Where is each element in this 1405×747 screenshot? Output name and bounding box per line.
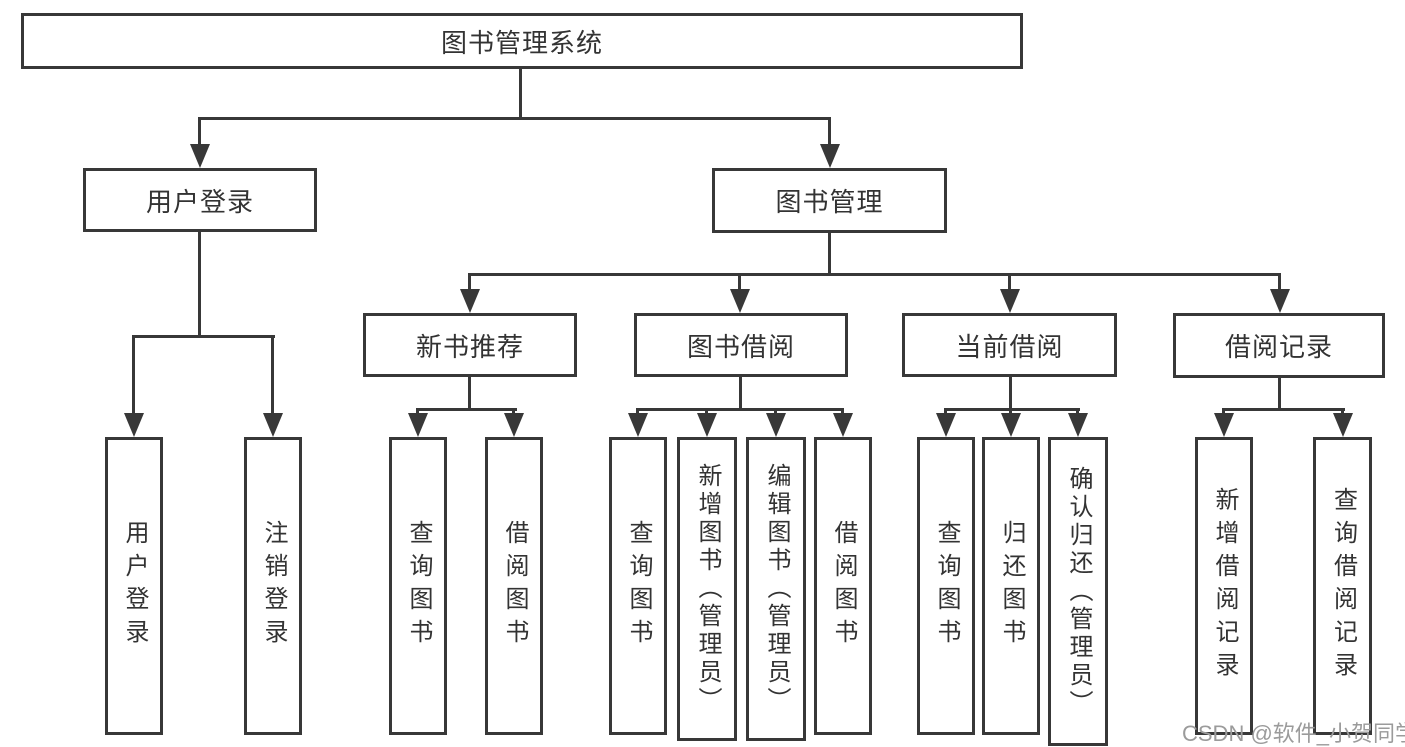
arrow-down-icon — [1333, 413, 1353, 437]
arrow-down-icon — [190, 144, 210, 168]
arrow-down-icon — [628, 413, 648, 437]
arrow-down-icon — [408, 413, 428, 437]
node-label: 借阅记录 — [1224, 332, 1333, 362]
node-leaf-query-borrow-record: 查询借阅记录 — [1313, 437, 1372, 735]
connector-line — [198, 117, 201, 146]
arrow-down-icon — [1000, 289, 1020, 313]
connector-line — [738, 273, 741, 291]
node-leaf-query-book-borrowing: 查询图书 — [609, 437, 667, 735]
node-new-book-recommendation: 新书推荐 — [363, 313, 577, 377]
connector-line — [198, 117, 831, 120]
arrow-down-icon — [1270, 289, 1290, 313]
connector-line — [739, 376, 742, 408]
node-label: 查询图书 — [933, 520, 960, 652]
connector-line — [468, 376, 471, 408]
node-label: 新书推荐 — [415, 331, 524, 362]
connector-line — [828, 232, 831, 273]
node-book-borrowing: 图书借阅 — [634, 313, 848, 377]
connector-line — [1076, 408, 1079, 415]
connector-line — [132, 335, 275, 338]
node-label: 查询图书 — [625, 520, 652, 652]
node-label: 借阅图书 — [501, 520, 528, 652]
connector-line — [1341, 408, 1344, 415]
connector-line — [705, 408, 708, 415]
node-label: 借阅图书 — [830, 520, 857, 652]
node-label: 图书借阅 — [686, 331, 795, 362]
node-leaf-add-book-admin: 新增图书（管理员） — [677, 437, 737, 741]
connector-line — [512, 408, 515, 415]
node-leaf-confirm-return-admin: 确认归还（管理员） — [1048, 437, 1108, 746]
connector-line — [1278, 273, 1281, 291]
node-label: 新增图书（管理员） — [694, 463, 721, 715]
node-leaf-add-borrow-record: 新增借阅记录 — [1195, 437, 1253, 735]
node-leaf-borrow-book-recommend: 借阅图书 — [485, 437, 543, 735]
connector-line — [1009, 376, 1012, 408]
arrow-down-icon — [936, 413, 956, 437]
arrow-down-icon — [1001, 413, 1021, 437]
arrow-down-icon — [124, 413, 144, 437]
node-library-management-system: 图书管理系统 — [21, 13, 1023, 69]
node-user-login: 用户登录 — [83, 168, 317, 232]
connector-line — [132, 335, 135, 414]
connector-line — [271, 335, 274, 414]
connector-line — [636, 408, 844, 411]
connector-line — [1008, 273, 1011, 291]
node-label: 图书管理系统 — [440, 27, 603, 58]
connector-line — [198, 231, 201, 337]
node-leaf-borrow-book: 借阅图书 — [814, 437, 872, 735]
connector-line — [828, 117, 831, 146]
arrow-down-icon — [460, 289, 480, 313]
node-label: 编辑图书（管理员） — [763, 463, 790, 715]
connector-line — [1009, 408, 1012, 415]
node-label: 用户登录 — [145, 186, 254, 217]
connector-line — [944, 408, 947, 415]
connector-line — [774, 408, 777, 415]
arrow-down-icon — [1214, 413, 1234, 437]
arrow-down-icon — [730, 289, 750, 313]
node-current-borrowing: 当前借阅 — [902, 313, 1117, 377]
arrow-down-icon — [833, 413, 853, 437]
connector-line — [1222, 408, 1345, 411]
connector-line — [468, 273, 471, 291]
arrow-down-icon — [1068, 413, 1088, 437]
connector-line — [841, 408, 844, 415]
node-label: 注销登录 — [260, 520, 287, 652]
node-label: 当前借阅 — [955, 331, 1064, 362]
node-book-management: 图书管理 — [712, 168, 947, 233]
node-leaf-query-book-current: 查询图书 — [917, 437, 975, 735]
connector-line — [519, 68, 522, 117]
node-label: 新增借阅记录 — [1211, 487, 1238, 685]
connector-line — [944, 408, 1080, 411]
arrow-down-icon — [697, 413, 717, 437]
node-label: 归还图书 — [998, 520, 1025, 652]
connector-line — [1278, 376, 1281, 408]
connector-line — [416, 408, 419, 415]
watermark: CSDN @软件_小贺同学 — [1182, 721, 1405, 746]
node-label: 查询借阅记录 — [1329, 487, 1357, 685]
connector-line — [468, 273, 1281, 276]
node-label: 用户登录 — [121, 520, 148, 652]
connector-line — [1222, 408, 1225, 415]
node-leaf-query-book-recommend: 查询图书 — [389, 437, 447, 735]
arrow-down-icon — [766, 413, 786, 437]
node-label: 图书管理 — [775, 187, 884, 217]
connector-line — [636, 408, 639, 415]
node-borrowing-records: 借阅记录 — [1173, 313, 1385, 378]
node-label: 确认归还（管理员） — [1065, 465, 1092, 718]
arrow-down-icon — [263, 413, 283, 437]
arrow-down-icon — [504, 413, 524, 437]
node-leaf-edit-book-admin: 编辑图书（管理员） — [746, 437, 806, 741]
node-leaf-user-login: 用户登录 — [105, 437, 163, 735]
connector-line — [416, 408, 517, 411]
arrow-down-icon — [820, 144, 840, 168]
node-leaf-return-book: 归还图书 — [982, 437, 1040, 735]
node-leaf-logout: 注销登录 — [244, 437, 302, 735]
node-label: 查询图书 — [405, 520, 432, 652]
